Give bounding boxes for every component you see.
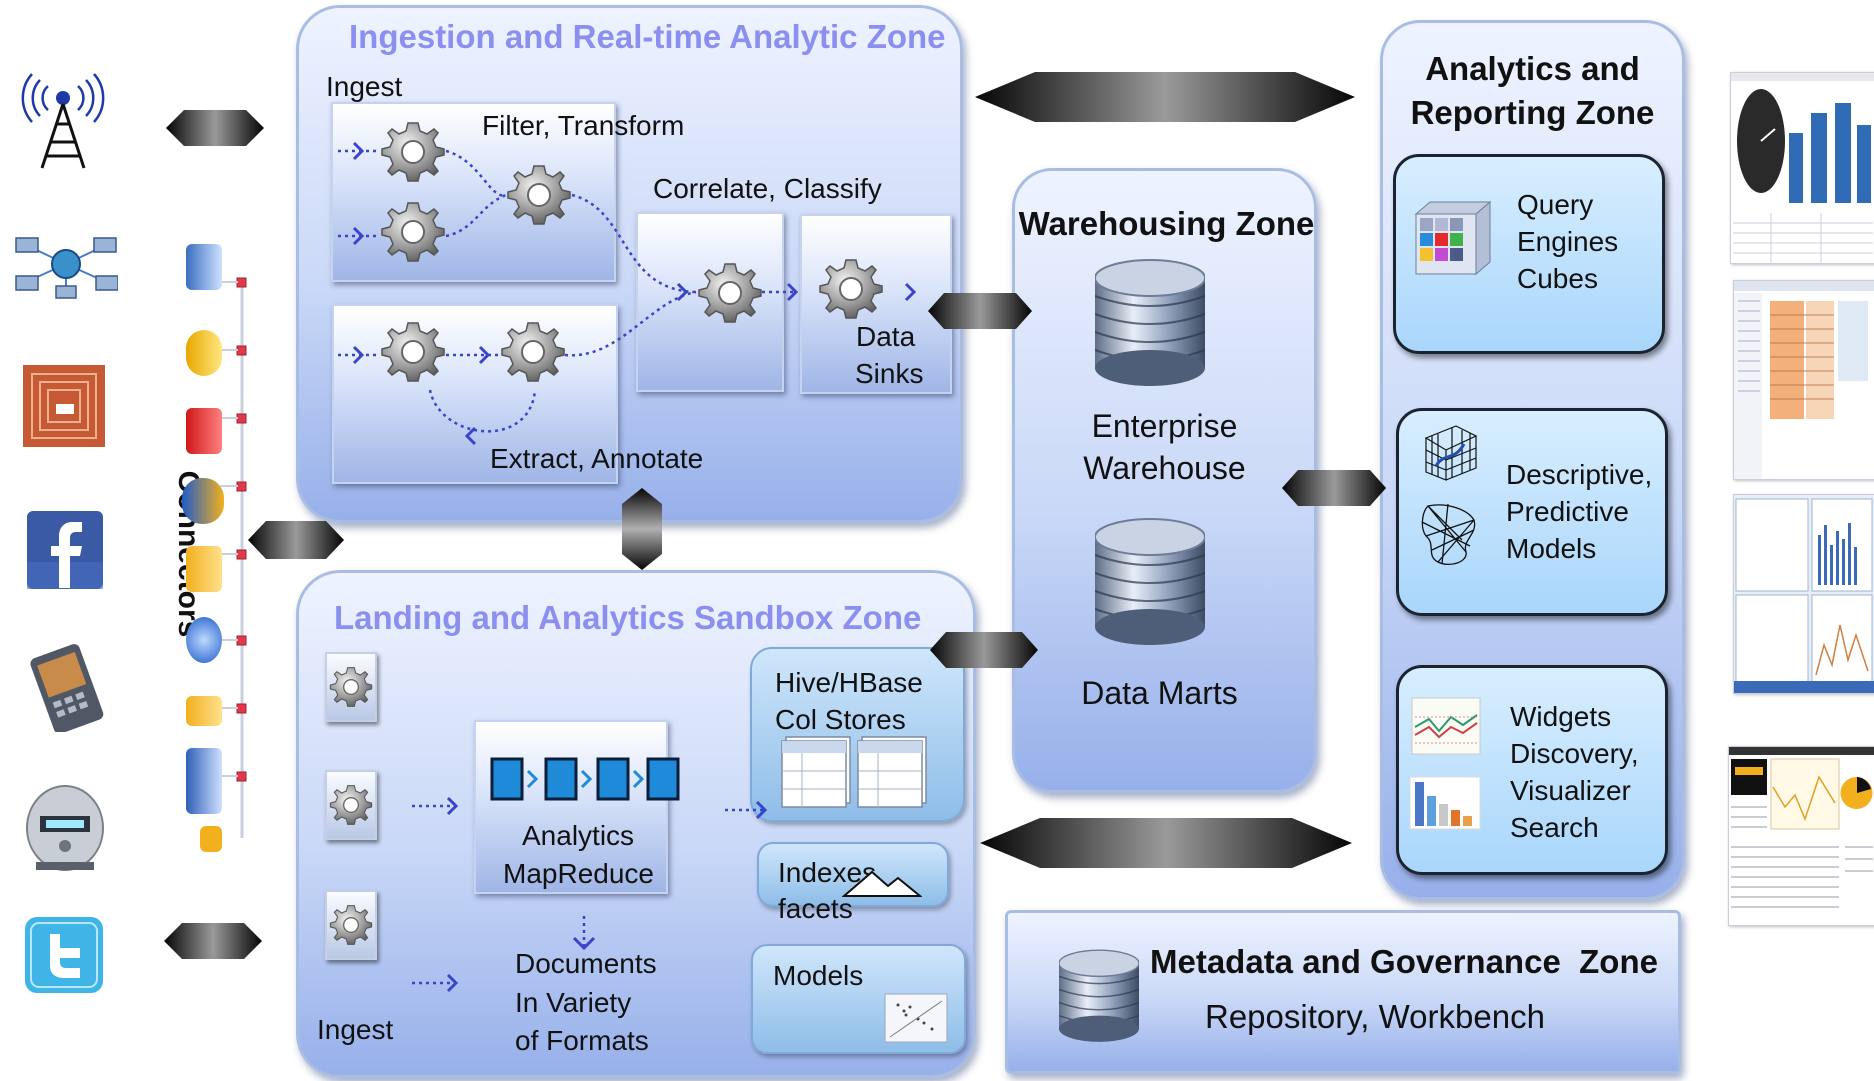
database-icon (1095, 259, 1205, 387)
desc-models-label: Models (1506, 533, 1597, 564)
connector-plug-icon (200, 826, 222, 852)
query-label: Query (1517, 189, 1594, 220)
documents-label-line1: Documents (515, 948, 657, 979)
col-stores-label: Col Stores (775, 704, 906, 735)
ingest-label: Ingest (326, 71, 403, 102)
warehouse-label: Warehouse (1083, 450, 1246, 486)
rfid-chip-icon (23, 365, 105, 447)
metadata-zone-title: Metadata and Governance Zone (1150, 943, 1658, 980)
descriptive-label: Descriptive, (1506, 459, 1653, 490)
database-icon (1059, 949, 1139, 1043)
connector-box-icon (186, 546, 222, 592)
mapreduce-panel (474, 720, 668, 894)
source-arrow (164, 923, 262, 959)
table-icon (781, 736, 927, 808)
mapreduce-label: MapReduce (503, 858, 654, 889)
widgets-label: Widgets (1510, 701, 1612, 732)
connector-server-icon (186, 244, 222, 290)
connector-document-icon (186, 748, 222, 814)
line-chart-icon (1411, 697, 1481, 755)
dashboard-thumbnail-gauge (1730, 72, 1874, 264)
smart-meter-icon (26, 785, 104, 871)
warehouse-analytics-arrow (1282, 470, 1386, 506)
data-marts-label: Data Marts (1081, 675, 1238, 711)
gear-icon (329, 785, 373, 825)
connector-cable-icon (186, 696, 222, 726)
ingestion-zone-title: Ingestion and Real-time Analytic Zone (349, 18, 946, 55)
scatter-plot-icon (884, 993, 948, 1043)
filter-transform-label: Filter, Transform (482, 110, 685, 141)
smartphone-icon (30, 644, 104, 732)
connector-cylinder-icon (186, 330, 222, 376)
spreadsheet-thumbnail (1733, 280, 1874, 480)
repository-workbench-label: Repository, Workbench (1205, 998, 1545, 1035)
connector-people-icon (182, 478, 224, 524)
connector-globe-icon (186, 617, 222, 663)
database-icon (1095, 518, 1205, 646)
enterprise-label: Enterprise (1091, 408, 1238, 444)
gear-icon (329, 667, 373, 707)
sandbox-analytics-arrow (980, 818, 1352, 868)
wireframe-icon (1424, 425, 1478, 481)
cube-icon (1414, 200, 1492, 276)
analytics-zone-title-line2: Reporting Zone (1410, 94, 1655, 131)
connector-rss-icon (186, 408, 222, 454)
bar-chart-icon (1409, 776, 1481, 830)
landing-zone-title: Landing and Analytics Sandbox Zone (334, 599, 922, 636)
connectors-arrow (248, 521, 344, 559)
extract-annotate-label: Extract, Annotate (490, 443, 704, 474)
cubes-label: Cubes (1517, 263, 1598, 294)
documents-label-line3: of Formats (515, 1025, 649, 1056)
documents-label-line2: In Variety (515, 987, 632, 1018)
mapreduce-blocks (490, 757, 680, 801)
hive-hbase-label: Hive/HBase (775, 667, 923, 698)
models-card (1396, 408, 1668, 616)
gear-icon (329, 905, 373, 945)
sandbox-warehouse-arrow (930, 632, 1038, 668)
connector-bus (220, 277, 247, 838)
source-arrow (166, 110, 264, 146)
report-thumbnail (1728, 746, 1874, 926)
data-sinks-label-line1: Data (856, 321, 916, 352)
analytics-label: Analytics (522, 820, 635, 851)
antenna-icon (21, 73, 105, 169)
facebook-icon (27, 511, 103, 589)
correlate-classify-label: Correlate, Classify (653, 173, 882, 204)
warehousing-zone-title: Warehousing Zone (1018, 205, 1315, 242)
data-sinks-label-line2: Sinks (855, 358, 924, 389)
landing-flow-paths (412, 796, 768, 993)
discovery-label: Discovery, (1510, 738, 1639, 769)
visualizer-label: Visualizer (1510, 775, 1631, 806)
search-label: Search (1510, 812, 1599, 843)
mountain-icon (842, 870, 922, 897)
ingestion-flow-paths (338, 141, 917, 446)
twitter-icon (25, 917, 103, 993)
extract-panel (332, 304, 618, 484)
sinks-warehouse-arrow (928, 293, 1032, 329)
predictive-label: Predictive (1506, 496, 1629, 527)
models-label: Models (773, 960, 864, 991)
sinks-panel (800, 214, 952, 394)
analytics-zone-title-line1: Analytics and (1425, 50, 1640, 87)
network-icon (15, 237, 118, 299)
facets-label: facets (778, 893, 853, 924)
ingestion-sandbox-arrow (622, 488, 662, 570)
mesh-model-icon (1421, 503, 1476, 566)
ingestion-analytics-arrow (975, 72, 1355, 122)
analytics-thumbnail (1733, 494, 1874, 694)
engines-label: Engines (1517, 226, 1619, 257)
landing-ingest-label: Ingest (317, 1014, 394, 1045)
